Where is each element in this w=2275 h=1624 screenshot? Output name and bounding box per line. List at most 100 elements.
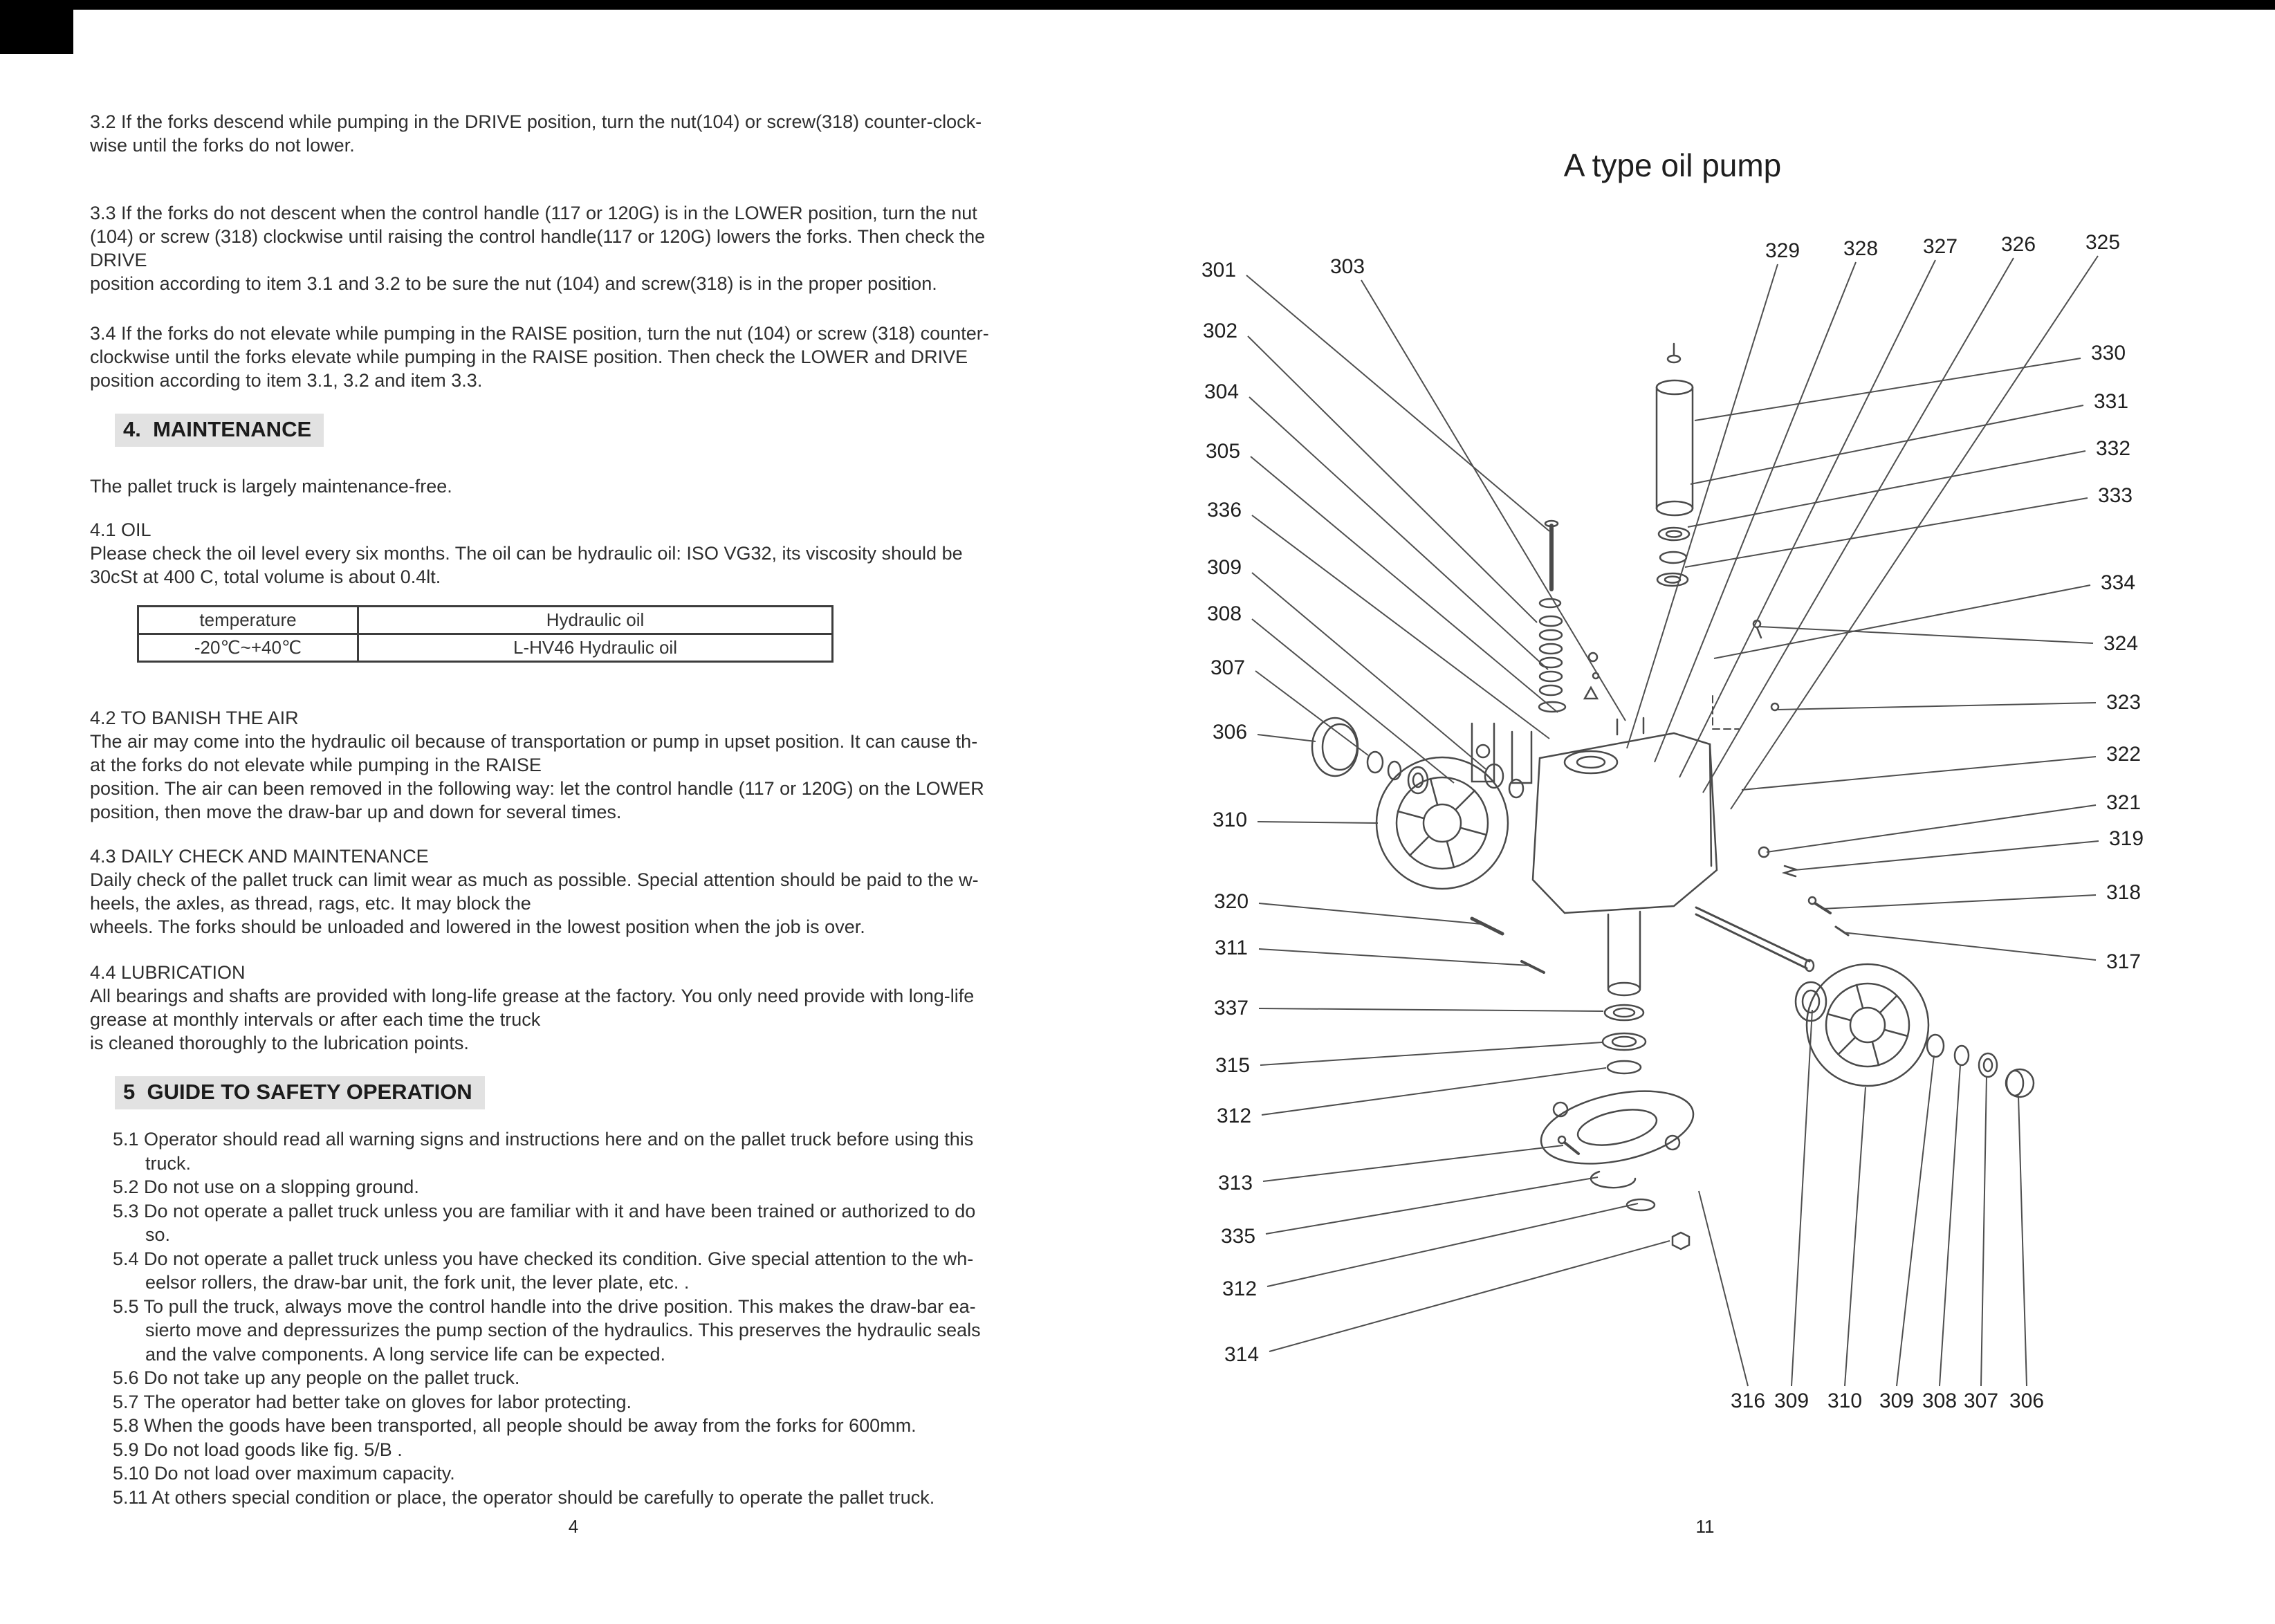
- part-label-323: 323: [2106, 691, 2141, 714]
- section-4-maintenance-heading: 4. MAINTENANCE: [115, 414, 324, 447]
- part-leader-line-324: [1759, 626, 2094, 644]
- part-label-336: 336: [1207, 499, 1242, 522]
- part-label-321: 321: [2106, 791, 2141, 814]
- paragraph-3-2: 3.2 If the forks descend while pumping i…: [90, 111, 982, 156]
- part-label-337: 337: [1214, 997, 1249, 1019]
- part-leader-line-306: [1257, 734, 1316, 742]
- part-label-330: 330: [2091, 342, 2126, 365]
- part-label-317: 317: [2106, 950, 2141, 973]
- part-label-312: 312: [1217, 1105, 1251, 1127]
- part-leader-line-307: [1980, 1076, 1987, 1387]
- part-label-320: 320: [1214, 890, 1249, 913]
- part-leader-line-308: [1251, 618, 1455, 784]
- part-leader-line-303: [1361, 279, 1626, 721]
- oil-table-temperature-value: -20℃~+40℃: [137, 633, 359, 663]
- safety-item-6: 5.6 Do not take up any people on the pal…: [113, 1367, 520, 1388]
- part-leader-line-316: [1698, 1190, 1749, 1387]
- part-leader-line-312: [1261, 1067, 1607, 1116]
- part-leader-line-323: [1777, 702, 2097, 710]
- pump-exploded-drawing: [1311, 342, 2035, 1251]
- part-leader-line-310: [1844, 1087, 1866, 1387]
- part-leader-line-319: [1794, 840, 2099, 871]
- part-label-319: 319: [2109, 827, 2144, 850]
- part-label-334: 334: [2101, 571, 2135, 594]
- safety-item-2: 5.2 Do not use on a slopping ground.: [113, 1177, 419, 1197]
- part-label-309: 309: [1879, 1390, 1914, 1412]
- page-number-right: 11: [1695, 1516, 1715, 1537]
- part-label-322: 322: [2106, 743, 2141, 766]
- part-label-309: 309: [1774, 1390, 1809, 1412]
- part-leader-line-314: [1269, 1240, 1670, 1352]
- part-label-309: 309: [1207, 556, 1242, 579]
- part-leader-line-336: [1251, 515, 1550, 739]
- part-label-325: 325: [2085, 231, 2120, 254]
- part-label-310: 310: [1827, 1390, 1862, 1412]
- part-label-318: 318: [2106, 881, 2141, 904]
- part-leader-line-327: [1679, 259, 1936, 778]
- paragraph-4-1-oil: 4.1 OIL Please check the oil level every…: [90, 519, 963, 587]
- safety-item-1: 5.1 Operator should read all warning sig…: [113, 1129, 974, 1174]
- oil-table-header-temperature: temperature: [137, 605, 359, 635]
- part-label-327: 327: [1923, 235, 1958, 258]
- oil-pump-exploded-diagram: 3013023043053363093083073063103203113373…: [1201, 231, 2144, 1412]
- paragraph-3-3: 3.3 If the forks do not descent when the…: [90, 203, 986, 294]
- part-leader-line-309: [1896, 1055, 1935, 1387]
- section-5-safety-heading: 5 GUIDE TO SAFETY OPERATION: [115, 1076, 485, 1109]
- part-label-301: 301: [1201, 259, 1236, 282]
- oil-table: temperature Hydraulic oil -20℃~+40℃ L-HV…: [137, 605, 833, 663]
- part-label-316: 316: [1731, 1390, 1765, 1412]
- part-label-306: 306: [1213, 721, 1247, 744]
- part-label-314: 314: [1224, 1343, 1259, 1366]
- part-label-311: 311: [1215, 936, 1248, 959]
- safety-item-9: 5.9 Do not load goods like fig. 5/B .: [113, 1439, 403, 1460]
- safety-list: 5.1 Operator should read all warning sig…: [113, 1127, 1133, 1509]
- part-leader-line-331: [1690, 405, 2084, 485]
- diagram-title: A type oil pump: [1563, 147, 1782, 183]
- oil-table-header-row: temperature Hydraulic oil: [137, 605, 833, 635]
- part-leader-line-322: [1741, 756, 2097, 791]
- part-leader-line-306: [2018, 1095, 2027, 1387]
- safety-item-11: 5.11 At others special condition or plac…: [113, 1486, 935, 1508]
- scan-edge-corner: [0, 0, 73, 54]
- oil-table-data-row: -20℃~+40℃ L-HV46 Hydraulic oil: [137, 633, 833, 663]
- scan-edge-top: [0, 0, 2275, 10]
- part-label-312: 312: [1222, 1277, 1257, 1300]
- part-label-333: 333: [2098, 484, 2133, 507]
- safety-item-5: 5.5 To pull the truck, always move the c…: [113, 1295, 981, 1365]
- part-label-331: 331: [2094, 390, 2128, 413]
- part-label-308: 308: [1207, 602, 1242, 625]
- part-leader-line-335: [1265, 1177, 1599, 1235]
- safety-item-7: 5.7 The operator had better take on glov…: [113, 1391, 632, 1412]
- part-leader-line-315: [1260, 1042, 1603, 1066]
- part-label-308: 308: [1922, 1390, 1957, 1412]
- part-leader-line-310: [1257, 821, 1379, 824]
- part-leader-line-337: [1258, 1008, 1604, 1012]
- part-label-326: 326: [2001, 233, 2036, 256]
- part-leader-line-318: [1821, 894, 2097, 910]
- part-label-335: 335: [1221, 1225, 1255, 1248]
- part-leader-line-320: [1258, 903, 1482, 925]
- paragraph-4-2-banish-air: 4.2 TO BANISH THE AIR The air may come i…: [90, 708, 984, 822]
- part-leader-line-328: [1654, 261, 1857, 763]
- part-label-307: 307: [1964, 1390, 1998, 1412]
- part-label-329: 329: [1765, 239, 1800, 262]
- part-label-304: 304: [1204, 380, 1239, 403]
- part-leader-line-313: [1262, 1145, 1564, 1182]
- paragraph-4-3-daily-check: 4.3 DAILY CHECK AND MAINTENANCE Daily ch…: [90, 846, 979, 937]
- part-labels-layer: 3013023043053363093083073063103203113373…: [1201, 231, 2144, 1412]
- part-leader-line-334: [1713, 584, 2091, 659]
- part-leader-line-302: [1247, 335, 1538, 623]
- part-label-328: 328: [1843, 237, 1878, 260]
- part-leader-line-333: [1684, 497, 2088, 568]
- part-label-315: 315: [1215, 1054, 1250, 1077]
- part-leader-line-309: [1251, 572, 1486, 770]
- part-leader-line-326: [1702, 257, 2014, 793]
- page-number-left: 4: [568, 1516, 579, 1537]
- part-label-332: 332: [2096, 437, 2130, 460]
- safety-item-3: 5.3 Do not operate a pallet truck unless…: [113, 1200, 976, 1246]
- part-label-305: 305: [1206, 440, 1240, 463]
- part-leader-line-312: [1267, 1203, 1639, 1287]
- part-label-310: 310: [1213, 809, 1247, 831]
- part-leader-line-301: [1246, 275, 1550, 532]
